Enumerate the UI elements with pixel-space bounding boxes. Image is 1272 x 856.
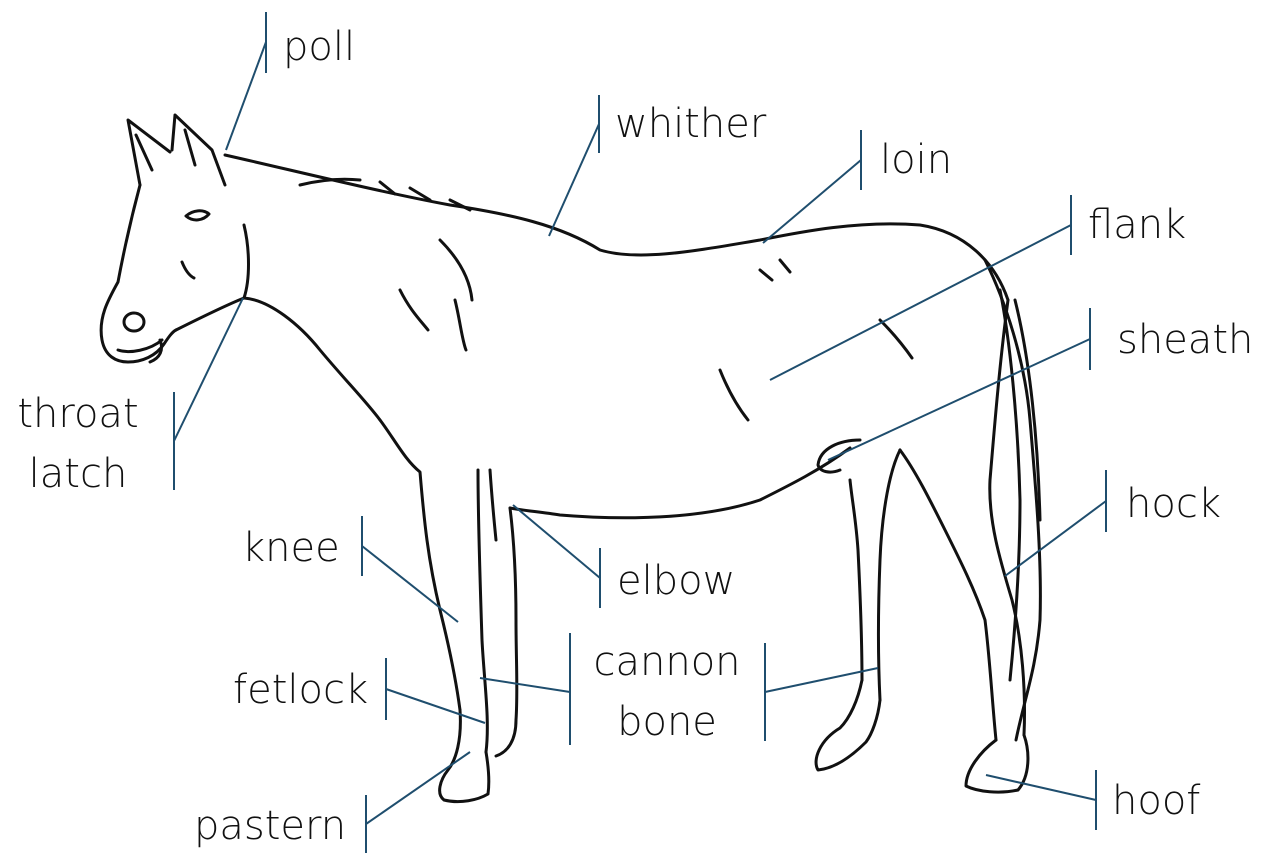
label-sheath: sheath: [1117, 310, 1253, 370]
knee-leader: [362, 546, 458, 622]
loin-leader: [763, 160, 861, 243]
label-loin: loin: [880, 130, 952, 190]
label-hock: hock: [1126, 474, 1221, 534]
label-throat-latch: throat latch: [8, 384, 148, 504]
label-cannon-bone-line-1: cannon: [585, 632, 749, 692]
label-throat-latch-line-1: throat: [8, 384, 148, 444]
label-knee: knee: [242, 518, 340, 578]
elbow-leader: [513, 505, 600, 578]
label-cannon-bone-line-2: bone: [585, 692, 749, 752]
label-cannon-bone: cannon bone: [585, 632, 749, 752]
label-pastern: pastern: [194, 796, 346, 856]
label-flank: flank: [1088, 195, 1186, 255]
whither-leader: [549, 124, 599, 236]
hock-leader: [1005, 501, 1106, 576]
hoof-leader: [986, 775, 1096, 800]
label-throat-latch-line-2: latch: [8, 444, 148, 504]
throat-latch-leader: [174, 298, 243, 441]
label-hoof: hoof: [1112, 771, 1200, 831]
label-whither: whither: [615, 94, 766, 154]
poll-leader: [226, 42, 266, 150]
label-fetlock: fetlock: [233, 660, 368, 720]
cannon-bone-right-leader: [765, 668, 878, 692]
cannon-bone-left-leader: [480, 678, 570, 692]
label-elbow: elbow: [617, 551, 735, 611]
label-poll: poll: [283, 17, 355, 77]
sheath-leader: [828, 339, 1090, 460]
pastern-leader: [366, 752, 470, 824]
fetlock-leader: [386, 689, 485, 723]
flank-leader: [770, 225, 1071, 380]
